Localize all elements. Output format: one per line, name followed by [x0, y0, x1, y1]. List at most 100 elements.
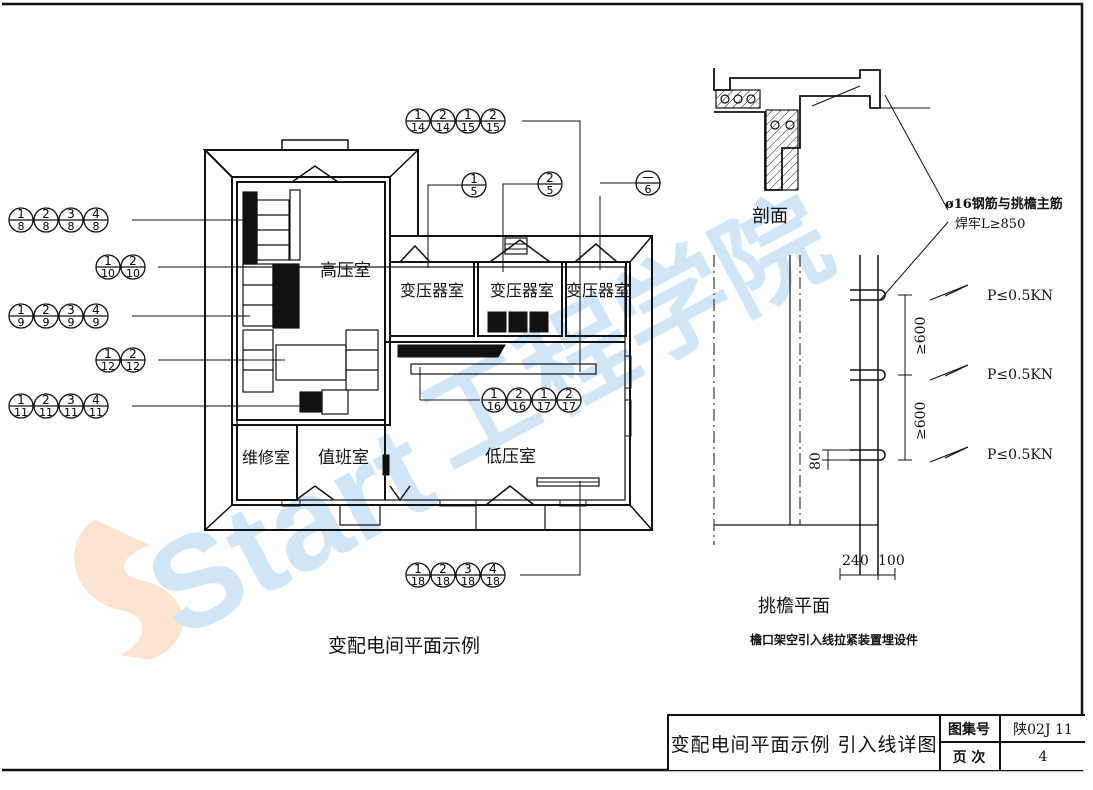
callout-bubble: 111	[8, 393, 34, 419]
callout-sheet-number: 17	[537, 400, 551, 413]
room-label-high-voltage: 高压室	[320, 261, 371, 281]
callout-detail-number: 1	[490, 387, 498, 401]
callout-detail-number: —	[642, 170, 654, 184]
callout-bubble: 39	[58, 303, 84, 329]
callout-bubble: 411	[83, 393, 109, 419]
callout-detail-number: 3	[67, 393, 75, 407]
callout-sheet-number: 9	[93, 316, 100, 329]
dim-600-upper: ≥600	[913, 317, 929, 355]
callout-bubble: 118	[405, 562, 431, 588]
callout-sheet-number: 9	[43, 316, 50, 329]
callout-detail-number: 2	[42, 393, 50, 407]
callout-bubble: 117	[531, 387, 557, 413]
callout-detail-number: 1	[464, 108, 472, 122]
callout-detail-number: 3	[464, 562, 472, 576]
callout-sheet-number: 18	[486, 575, 500, 588]
callout-sheet-number: 11	[64, 406, 78, 419]
callout-sheet-number: 18	[411, 575, 425, 588]
callout-sheet-number: 9	[68, 316, 75, 329]
callout-sheet-number: 14	[436, 121, 450, 134]
sheet-border	[2, 2, 1084, 772]
callout-bubble: 19	[8, 303, 34, 329]
watermark-logo-icon	[74, 520, 183, 660]
callout-bubble: 418	[480, 562, 506, 588]
callout-bubble: 210	[120, 254, 146, 280]
callout-sheet-number: 11	[14, 406, 28, 419]
room-labels: 高压室 变压器室 变压器室 变压器室 维修室 值班室 低压室 变配电间平面示例	[242, 261, 630, 657]
load-label-3: P≤0.5KN	[987, 447, 1053, 463]
callout-bubble: 25	[537, 171, 563, 197]
callout-sheet-number: 12	[126, 360, 140, 373]
room-label-low-voltage: 低压室	[485, 447, 536, 467]
callout-bubble: 114	[405, 108, 431, 134]
callout-bubble: 112	[95, 347, 121, 373]
load-label-2: P≤0.5KN	[987, 367, 1053, 383]
callout-bubble: 212	[120, 347, 146, 373]
callout-sheet-number: 18	[461, 575, 475, 588]
page-value: 4	[1038, 748, 1048, 765]
callout-bubble: 215	[480, 108, 506, 134]
atlas-value: 陕02J 11	[1001, 716, 1085, 743]
callout-detail-number: 1	[104, 254, 112, 268]
callout-detail-number: 2	[42, 303, 50, 317]
dim-240: 240	[842, 553, 869, 569]
callout-sheet-number: 15	[461, 121, 475, 134]
callout-sheet-number: 8	[68, 220, 75, 233]
callout-detail-number: 2	[489, 108, 497, 122]
room-label-maintenance: 维修室	[242, 448, 290, 467]
section-labels: 剖面 ø16钢筋与挑檐主筋 焊牢L≥850 P≤0.5KN P≤0.5KN P≤…	[750, 196, 1063, 647]
room-label-transformer-3: 变压器室	[566, 281, 630, 300]
eave-plan-title: 挑檐平面	[758, 596, 830, 617]
page-label: 页 次	[939, 743, 1001, 770]
callout-sheet-number: 14	[411, 121, 425, 134]
callout-detail-number: 4	[92, 207, 100, 221]
callout-detail-number: 1	[104, 347, 112, 361]
callout-bubble: 216	[506, 387, 532, 413]
callout-bubble: 110	[95, 254, 121, 280]
callout-detail-number: 3	[67, 303, 75, 317]
callout-bubble: 115	[455, 108, 481, 134]
dim-600-lower: ≥600	[913, 402, 929, 440]
callout-bubble: 38	[58, 207, 84, 233]
callout-sheet-number: 5	[547, 184, 554, 197]
callout-detail-number: 2	[439, 562, 447, 576]
callout-sheet-number: 17	[562, 400, 576, 413]
callout-detail-number: 2	[129, 347, 137, 361]
callout-detail-number: 2	[565, 387, 573, 401]
callout-sheet-number: 16	[487, 400, 501, 413]
callout-bubble: 311	[58, 393, 84, 419]
callout-detail-number: 1	[540, 387, 548, 401]
callout-bubble: 29	[33, 303, 59, 329]
dim-80: 80	[808, 452, 824, 470]
section-note-2: 焊牢L≥850	[955, 216, 1025, 232]
callout-bubble: 214	[430, 108, 456, 134]
callout-bubble: 15	[461, 172, 487, 198]
callout-sheet-number: 11	[89, 406, 103, 419]
callout-bubble: 217	[556, 387, 582, 413]
callout-bubble: —6	[635, 170, 661, 196]
callout-bubble: 211	[33, 393, 59, 419]
callout-sheet-number: 8	[43, 220, 50, 233]
callout-detail-number: 1	[17, 303, 25, 317]
callout-bubble: 48	[83, 207, 109, 233]
callout-detail-number: 1	[17, 393, 25, 407]
callout-sheet-number: 5	[471, 185, 478, 198]
callout-sheet-number: 16	[512, 400, 526, 413]
callout-detail-number: 3	[67, 207, 75, 221]
callout-sheet-number: 12	[101, 360, 115, 373]
callout-sheet-number: 9	[18, 316, 25, 329]
callout-sheet-number: 18	[436, 575, 450, 588]
title-block: 变配电间平面示例 引入线详图 图集号 陕02J 11 页 次 4	[667, 714, 1085, 770]
callout-bubble: 28	[33, 207, 59, 233]
substation-plan	[132, 120, 653, 576]
callout-sheet-number: 6	[645, 183, 652, 196]
callout-bubble: 18	[8, 207, 34, 233]
callout-sheet-number: 8	[18, 220, 25, 233]
callout-detail-number: 2	[546, 171, 554, 185]
callout-detail-number: 2	[42, 207, 50, 221]
callout-detail-number: 2	[129, 254, 137, 268]
callout-detail-number: 1	[414, 562, 422, 576]
eave-section-detail	[713, 68, 969, 580]
callout-detail-number: 2	[439, 108, 447, 122]
